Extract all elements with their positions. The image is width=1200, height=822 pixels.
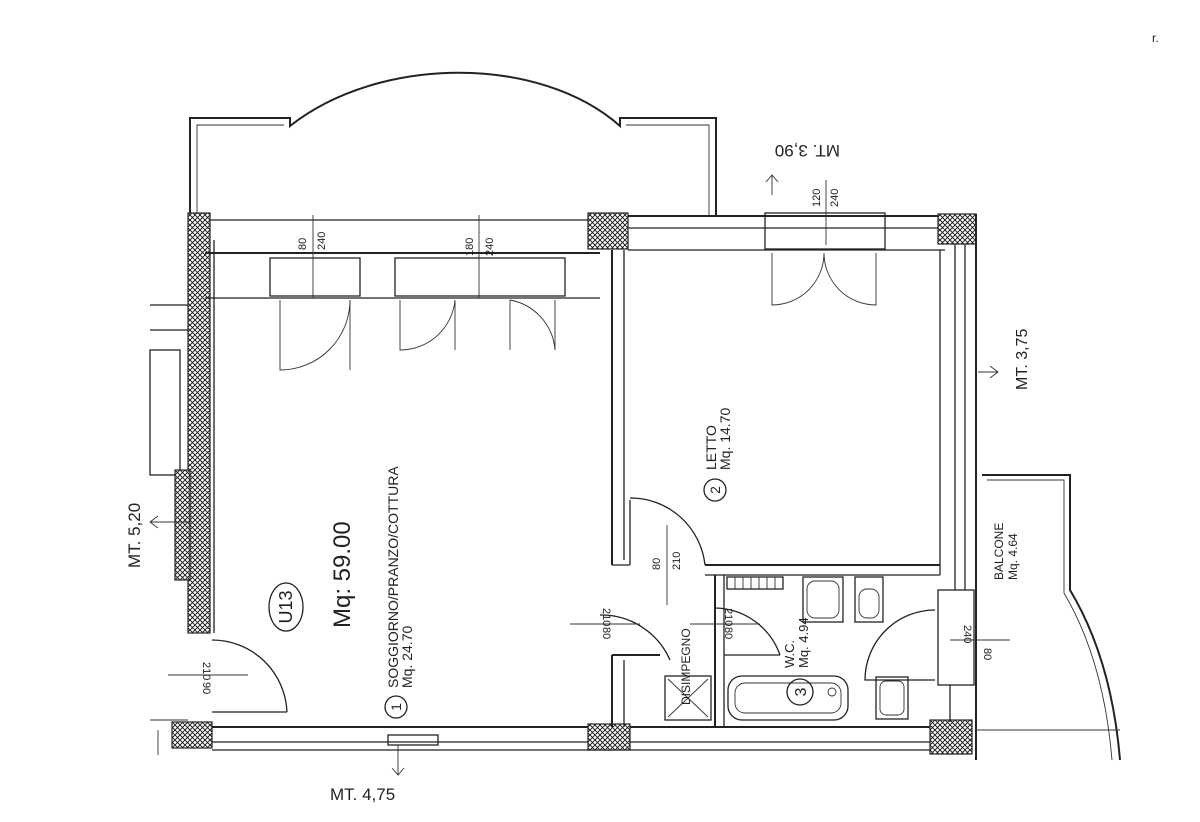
dim-right: MT. 3,75 — [1014, 329, 1031, 390]
room-letto: 2 LETTO Mq. 14.70 — [703, 408, 733, 502]
win-b-width: 180 — [464, 238, 476, 256]
room-wc: 3 W.C. Mq. 4.94 — [782, 617, 814, 706]
dimension-arrows — [149, 174, 999, 776]
room-balcone: BALCONE Mq. 4.64 — [992, 523, 1020, 580]
room-number-2: 2 — [707, 486, 723, 494]
unit-tag: U13 — [268, 582, 304, 632]
room-name-letto: LETTO — [703, 425, 719, 470]
room-name-disimpegno: DISIMPEGNO — [679, 628, 693, 705]
room-area-letto: Mq. 14.70 — [717, 408, 733, 470]
unit-id: U13 — [276, 590, 296, 623]
bathroom-fixtures — [664, 576, 909, 721]
room-soggiorno: 1 SOGGIORNO/PRANZO/COTTURA Mq. 24.70 — [384, 466, 415, 719]
top-terrace — [189, 71, 717, 221]
room-name-soggiorno: SOGGIORNO/PRANZO/COTTURA — [385, 466, 401, 688]
door-hall-right-width: 80 — [722, 627, 734, 639]
dim-bottom: MT. 4,75 — [330, 785, 395, 804]
opening-labels: 80 240 180 240 120 240 90 210 80 210 80 … — [168, 180, 1010, 694]
room-name-wc: W.C. — [782, 640, 797, 668]
balcony — [976, 474, 1121, 761]
openings — [211, 212, 936, 746]
room-area-wc: Mq. 4.94 — [796, 617, 811, 668]
dim-left: MT. 5,20 — [125, 503, 144, 568]
room-area-soggiorno: Mq. 24.70 — [399, 626, 415, 688]
room-number-1: 1 — [388, 703, 404, 711]
door-hall-right-height: 210 — [722, 608, 734, 626]
dim-top: MT. 3,90 — [775, 141, 840, 160]
total-area: Mq: 59.00 — [329, 521, 356, 628]
exterior-walls — [149, 212, 977, 760]
door-balcony-height: 240 — [961, 625, 973, 643]
win-c-height: 240 — [829, 189, 841, 207]
win-c-width: 120 — [811, 189, 823, 207]
door-bedroom-width: 80 — [651, 558, 663, 570]
win-b-height: 240 — [484, 238, 496, 256]
door-hall-left-height: 210 — [600, 608, 612, 626]
room-area-balcone: Mq. 4.64 — [1006, 533, 1020, 580]
handwritten-dimensions: MT. 4,75 MT. 5,20 MT. 3,75 MT. 3,90 r. — [125, 31, 1159, 804]
door-entry-width: 90 — [200, 682, 212, 694]
door-bedroom-height: 210 — [671, 552, 683, 570]
door-entry-height: 210 — [200, 662, 212, 680]
win-a-width: 80 — [297, 238, 309, 250]
door-hall-left-width: 80 — [600, 627, 612, 639]
corner-mark: r. — [1152, 31, 1159, 45]
room-labels: U13 Mq: 59.00 1 SOGGIORNO/PRANZO/COTTURA… — [268, 408, 1020, 719]
door-balcony-width: 80 — [981, 648, 993, 660]
room-name-balcone: BALCONE — [992, 523, 1006, 580]
room-number-3: 3 — [793, 687, 810, 696]
win-a-height: 240 — [316, 232, 328, 250]
interior-walls — [611, 250, 975, 727]
